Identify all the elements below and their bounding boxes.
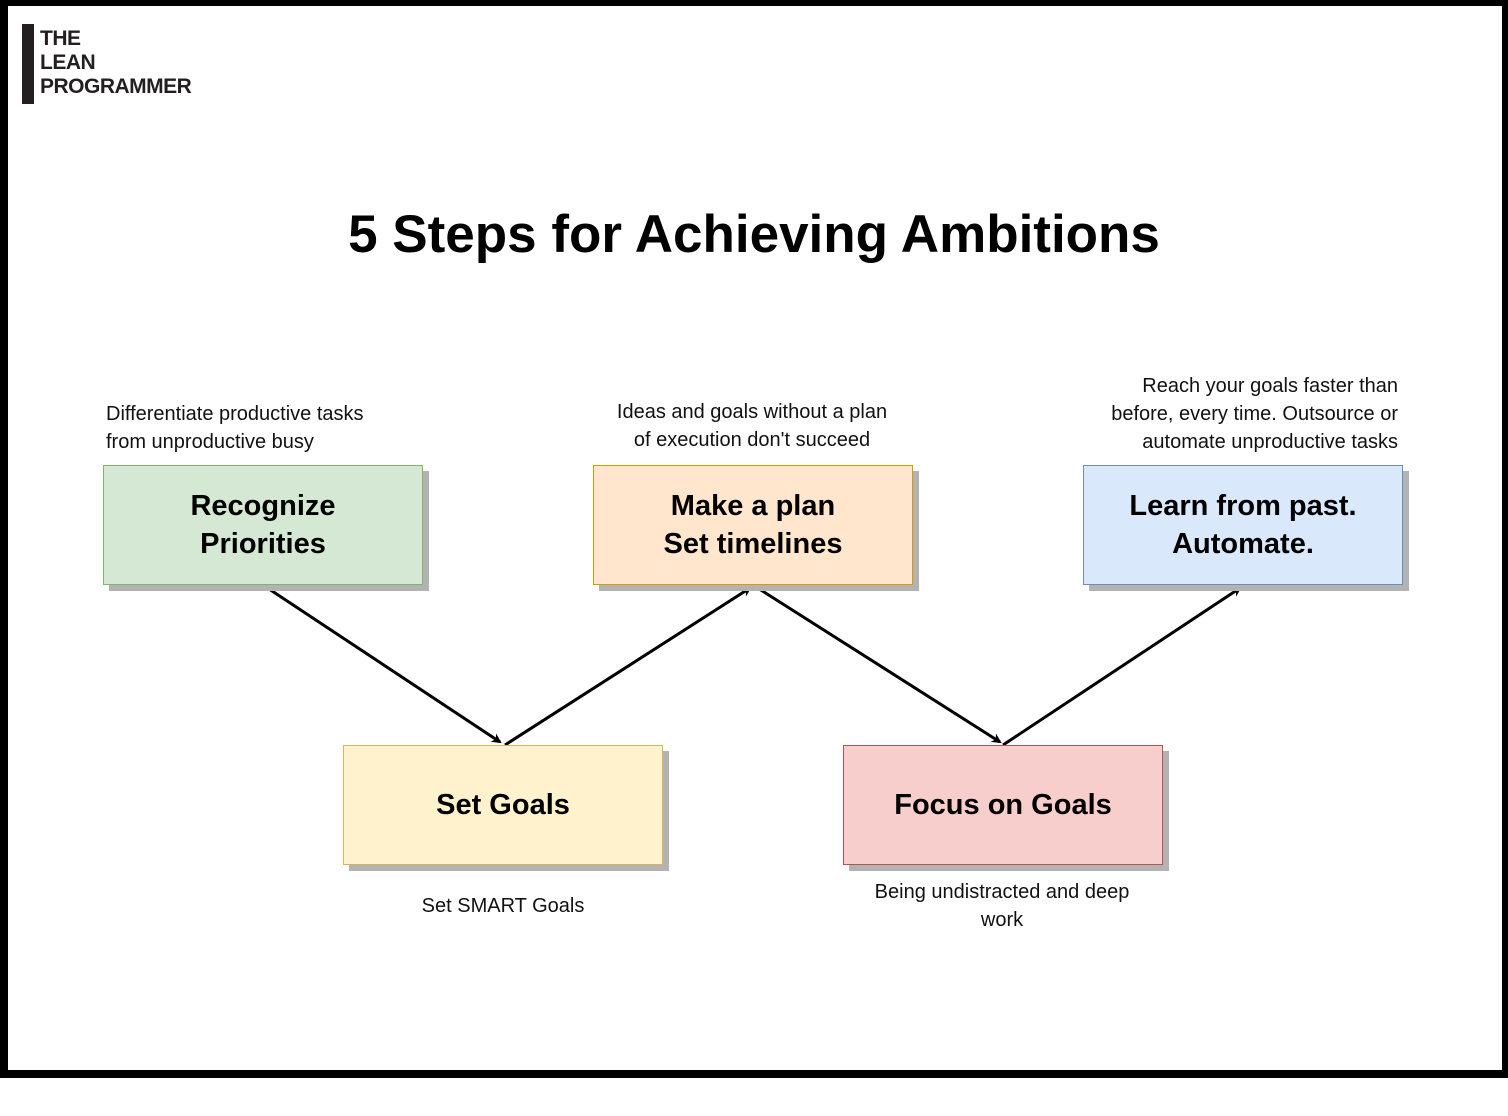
arrow-recognize-to-set-goals [262, 583, 502, 744]
diagram-title: 5 Steps for Achieving Ambitions [348, 205, 1160, 264]
step-3-note: Ideas and goals without a plan of execut… [616, 401, 888, 451]
logo-bar [22, 24, 34, 104]
step-4-label: Focus on Goals [894, 789, 1112, 821]
step-5-label: Learn from past. Automate. [1129, 490, 1357, 560]
logo-text: THE LEAN PROGRAMMER [40, 27, 192, 99]
logo-line-3: PROGRAMMER [40, 75, 192, 98]
step-1-label: Recognize Priorities [190, 490, 336, 560]
step-2-label: Set Goals [436, 789, 570, 821]
step-5-box: Learn from past. Automate. [1083, 465, 1403, 585]
step-1-note: Differentiate productive tasks from unpr… [106, 403, 364, 453]
arrow-set-goals-to-make-plan [504, 586, 752, 747]
step-1-box: Recognize Priorities [103, 465, 423, 585]
arrow-make-plan-to-focus [752, 583, 1002, 744]
arrow-focus-to-learn [1002, 586, 1242, 747]
step-3-label: Make a plan Set timelines [663, 490, 843, 560]
logo-line-2: LEAN [40, 51, 96, 74]
logo-line-1: THE [40, 27, 81, 50]
step-3-box: Make a plan Set timelines [593, 465, 913, 585]
step-2-note: Set SMART Goals [421, 895, 585, 917]
step-4-note: Being undistracted and deep work [874, 881, 1130, 931]
step-5-note: Reach your goals faster than before, eve… [1111, 375, 1398, 453]
step-2-box: Set Goals [343, 745, 663, 865]
step-4-box: Focus on Goals [843, 745, 1163, 865]
